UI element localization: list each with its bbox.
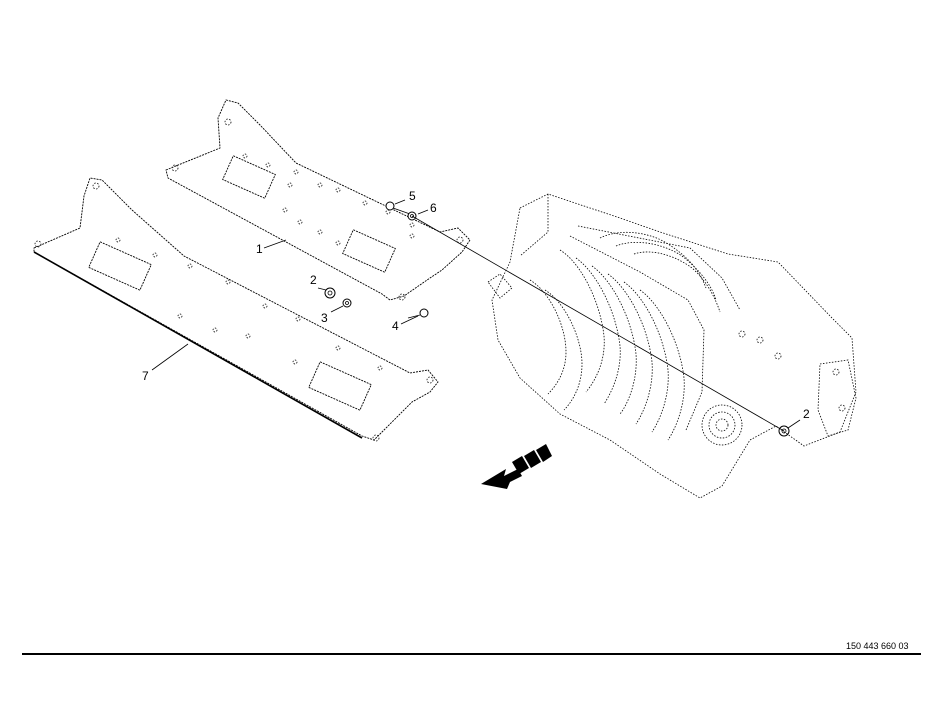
callout-7: 7 [142, 369, 149, 383]
fastener-bolt-5 [385, 201, 411, 215]
fastener-washer-3 [342, 298, 352, 308]
rotor-assembly [487, 193, 857, 499]
callout-leaders [151, 199, 801, 429]
assembly-axis-line [411, 215, 785, 432]
callout-5: 5 [409, 189, 416, 203]
document-number: 150 443 660 03 [846, 641, 909, 651]
fastener-nut-2 [324, 287, 336, 299]
guard-plate-lower [33, 177, 439, 442]
fastener-bolt-4 [407, 308, 429, 319]
footer-rule [22, 653, 921, 655]
callout-4: 4 [392, 319, 399, 333]
callout-3: 3 [321, 311, 328, 325]
callout-1: 1 [256, 242, 263, 256]
guard-plate-upper [165, 99, 471, 301]
callout-6: 6 [430, 201, 437, 215]
callout-2-right: 2 [803, 407, 810, 421]
forward-direction-arrow [481, 444, 552, 489]
callout-2: 2 [310, 273, 317, 287]
